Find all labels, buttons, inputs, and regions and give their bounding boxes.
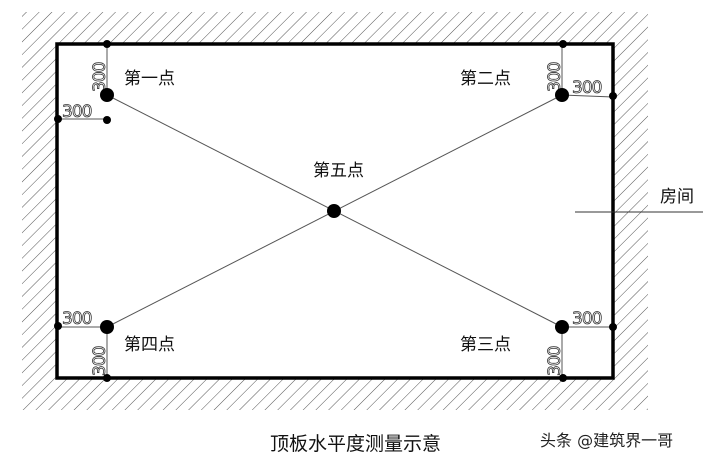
point-4-label: 第四点 (124, 335, 175, 355)
point-5-label: 第五点 (313, 161, 364, 181)
dim-label: 300 (90, 346, 110, 376)
reference-dots (54, 40, 617, 382)
dim-label: 300 (545, 62, 565, 92)
dim-label: 300 (62, 102, 92, 122)
point-4-marker (100, 320, 114, 334)
point-3-marker (555, 320, 569, 334)
dim-label: 300 (90, 62, 110, 92)
dim-label: 300 (572, 78, 602, 98)
caption: 顶板水平度测量示意 (270, 433, 441, 455)
point-2-label: 第二点 (460, 69, 511, 89)
dimension-labels: 300 300 300 300 300 300 300 300 (62, 62, 603, 376)
dim-label: 300 (62, 309, 92, 329)
point-3-label: 第三点 (460, 335, 511, 355)
point-5-marker (327, 204, 341, 218)
watermark: 头条 @建筑界一哥 (540, 431, 673, 450)
point-1-label: 第一点 (124, 69, 175, 89)
point-1-marker (100, 88, 114, 102)
dim-label: 300 (545, 346, 565, 376)
point-2-marker (555, 88, 569, 102)
room-label: 房间 (660, 187, 694, 207)
dimension-lines (57, 44, 614, 378)
dim-label: 300 (572, 309, 602, 329)
